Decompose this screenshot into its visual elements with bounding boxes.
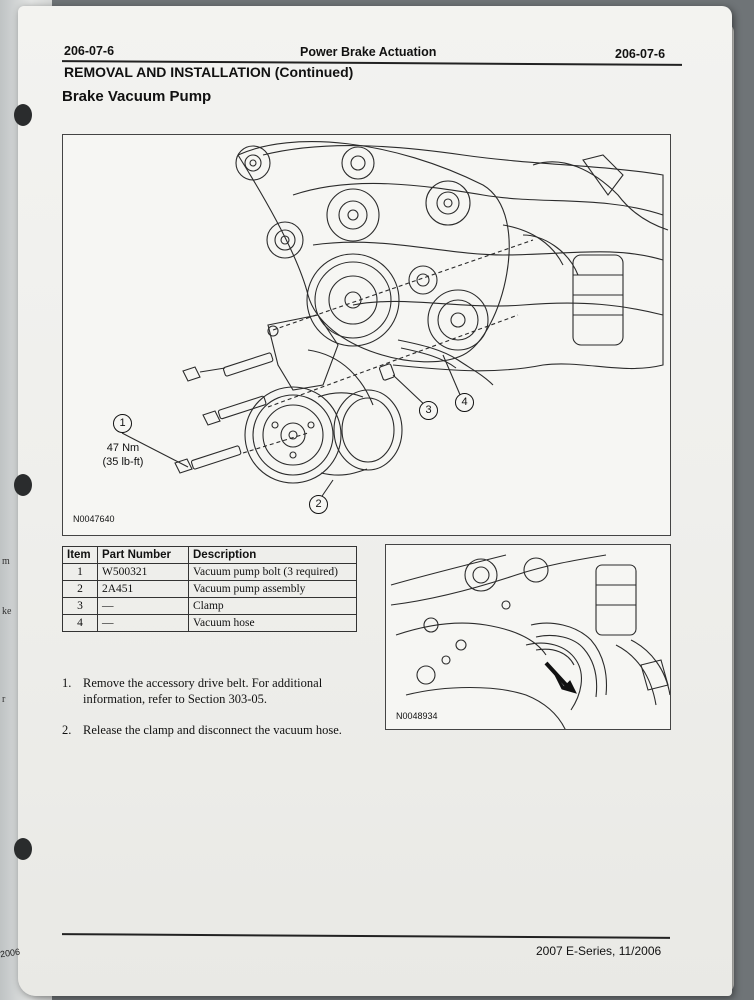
callout-4: 4 bbox=[455, 393, 474, 412]
table-header-row: Item Part Number Description bbox=[62, 546, 357, 564]
description-cell: Clamp bbox=[188, 597, 357, 615]
item-cell: 1 bbox=[62, 563, 98, 581]
description-cell: Vacuum pump bolt (3 required) bbox=[188, 563, 357, 581]
binder-hole bbox=[14, 104, 32, 126]
engine-illustration bbox=[121, 141, 669, 503]
step-text: Release the clamp and disconnect the vac… bbox=[83, 723, 342, 737]
callout-1: 1 bbox=[113, 414, 132, 433]
callout-3: 3 bbox=[419, 401, 438, 420]
part-number-cell: W500321 bbox=[97, 563, 189, 581]
procedure-step: 2. Release the clamp and disconnect the … bbox=[62, 722, 362, 738]
hose-detail-illustration bbox=[390, 554, 670, 729]
left-page-fragment: ke bbox=[2, 606, 12, 617]
table-row: 4 — Vacuum hose bbox=[62, 614, 357, 632]
column-header: Description bbox=[188, 546, 357, 564]
part-number-cell: — bbox=[97, 614, 189, 632]
subsection-title: Brake Vacuum Pump bbox=[62, 88, 212, 105]
figure-id: N0048934 bbox=[396, 711, 438, 721]
torque-nm: 47 Nm bbox=[106, 442, 140, 454]
step-number: 1. bbox=[62, 676, 72, 690]
procedure-step: 1. Remove the accessory drive belt. For … bbox=[62, 675, 362, 707]
column-header: Item bbox=[62, 546, 98, 564]
callout-2: 2 bbox=[309, 495, 328, 514]
step-number: 2. bbox=[62, 723, 72, 737]
table-row: 1 W500321 Vacuum pump bolt (3 required) bbox=[62, 563, 357, 581]
parts-table: Item Part Number Description 1 W500321 V… bbox=[62, 546, 357, 632]
left-page-fragment: r bbox=[2, 694, 6, 705]
footer-text: 2007 E-Series, 11/2006 bbox=[536, 944, 662, 958]
binder-hole bbox=[14, 474, 32, 496]
torque-lbft: (35 lb-ft) bbox=[102, 456, 144, 468]
section-title: REMOVAL AND INSTALLATION (Continued) bbox=[64, 64, 354, 80]
left-page-fragment: m bbox=[2, 556, 10, 567]
torque-spec: 47 Nm (35 lb-ft) bbox=[91, 441, 155, 469]
step-text: Remove the accessory drive belt. For add… bbox=[83, 676, 323, 706]
table-row: 3 — Clamp bbox=[62, 597, 357, 615]
main-figure: 1 47 Nm (35 lb-ft) 2 3 4 N0047640 bbox=[62, 134, 671, 536]
description-cell: Vacuum hose bbox=[188, 614, 357, 632]
section-number-left: 206-07-6 bbox=[64, 44, 115, 58]
binder-hole bbox=[14, 838, 32, 860]
section-number-right: 206-07-6 bbox=[615, 47, 666, 61]
item-cell: 3 bbox=[62, 597, 98, 615]
item-cell: 2 bbox=[62, 580, 98, 598]
part-number-cell: 2A451 bbox=[97, 580, 189, 598]
item-cell: 4 bbox=[62, 614, 98, 632]
detail-figure: N0048934 bbox=[385, 544, 671, 730]
page-title: Power Brake Actuation bbox=[300, 45, 437, 59]
description-cell: Vacuum pump assembly bbox=[188, 580, 357, 598]
column-header: Part Number bbox=[97, 546, 189, 564]
figure-id: N0047640 bbox=[73, 514, 115, 524]
part-number-cell: — bbox=[97, 597, 189, 615]
table-row: 2 2A451 Vacuum pump assembly bbox=[62, 580, 357, 598]
